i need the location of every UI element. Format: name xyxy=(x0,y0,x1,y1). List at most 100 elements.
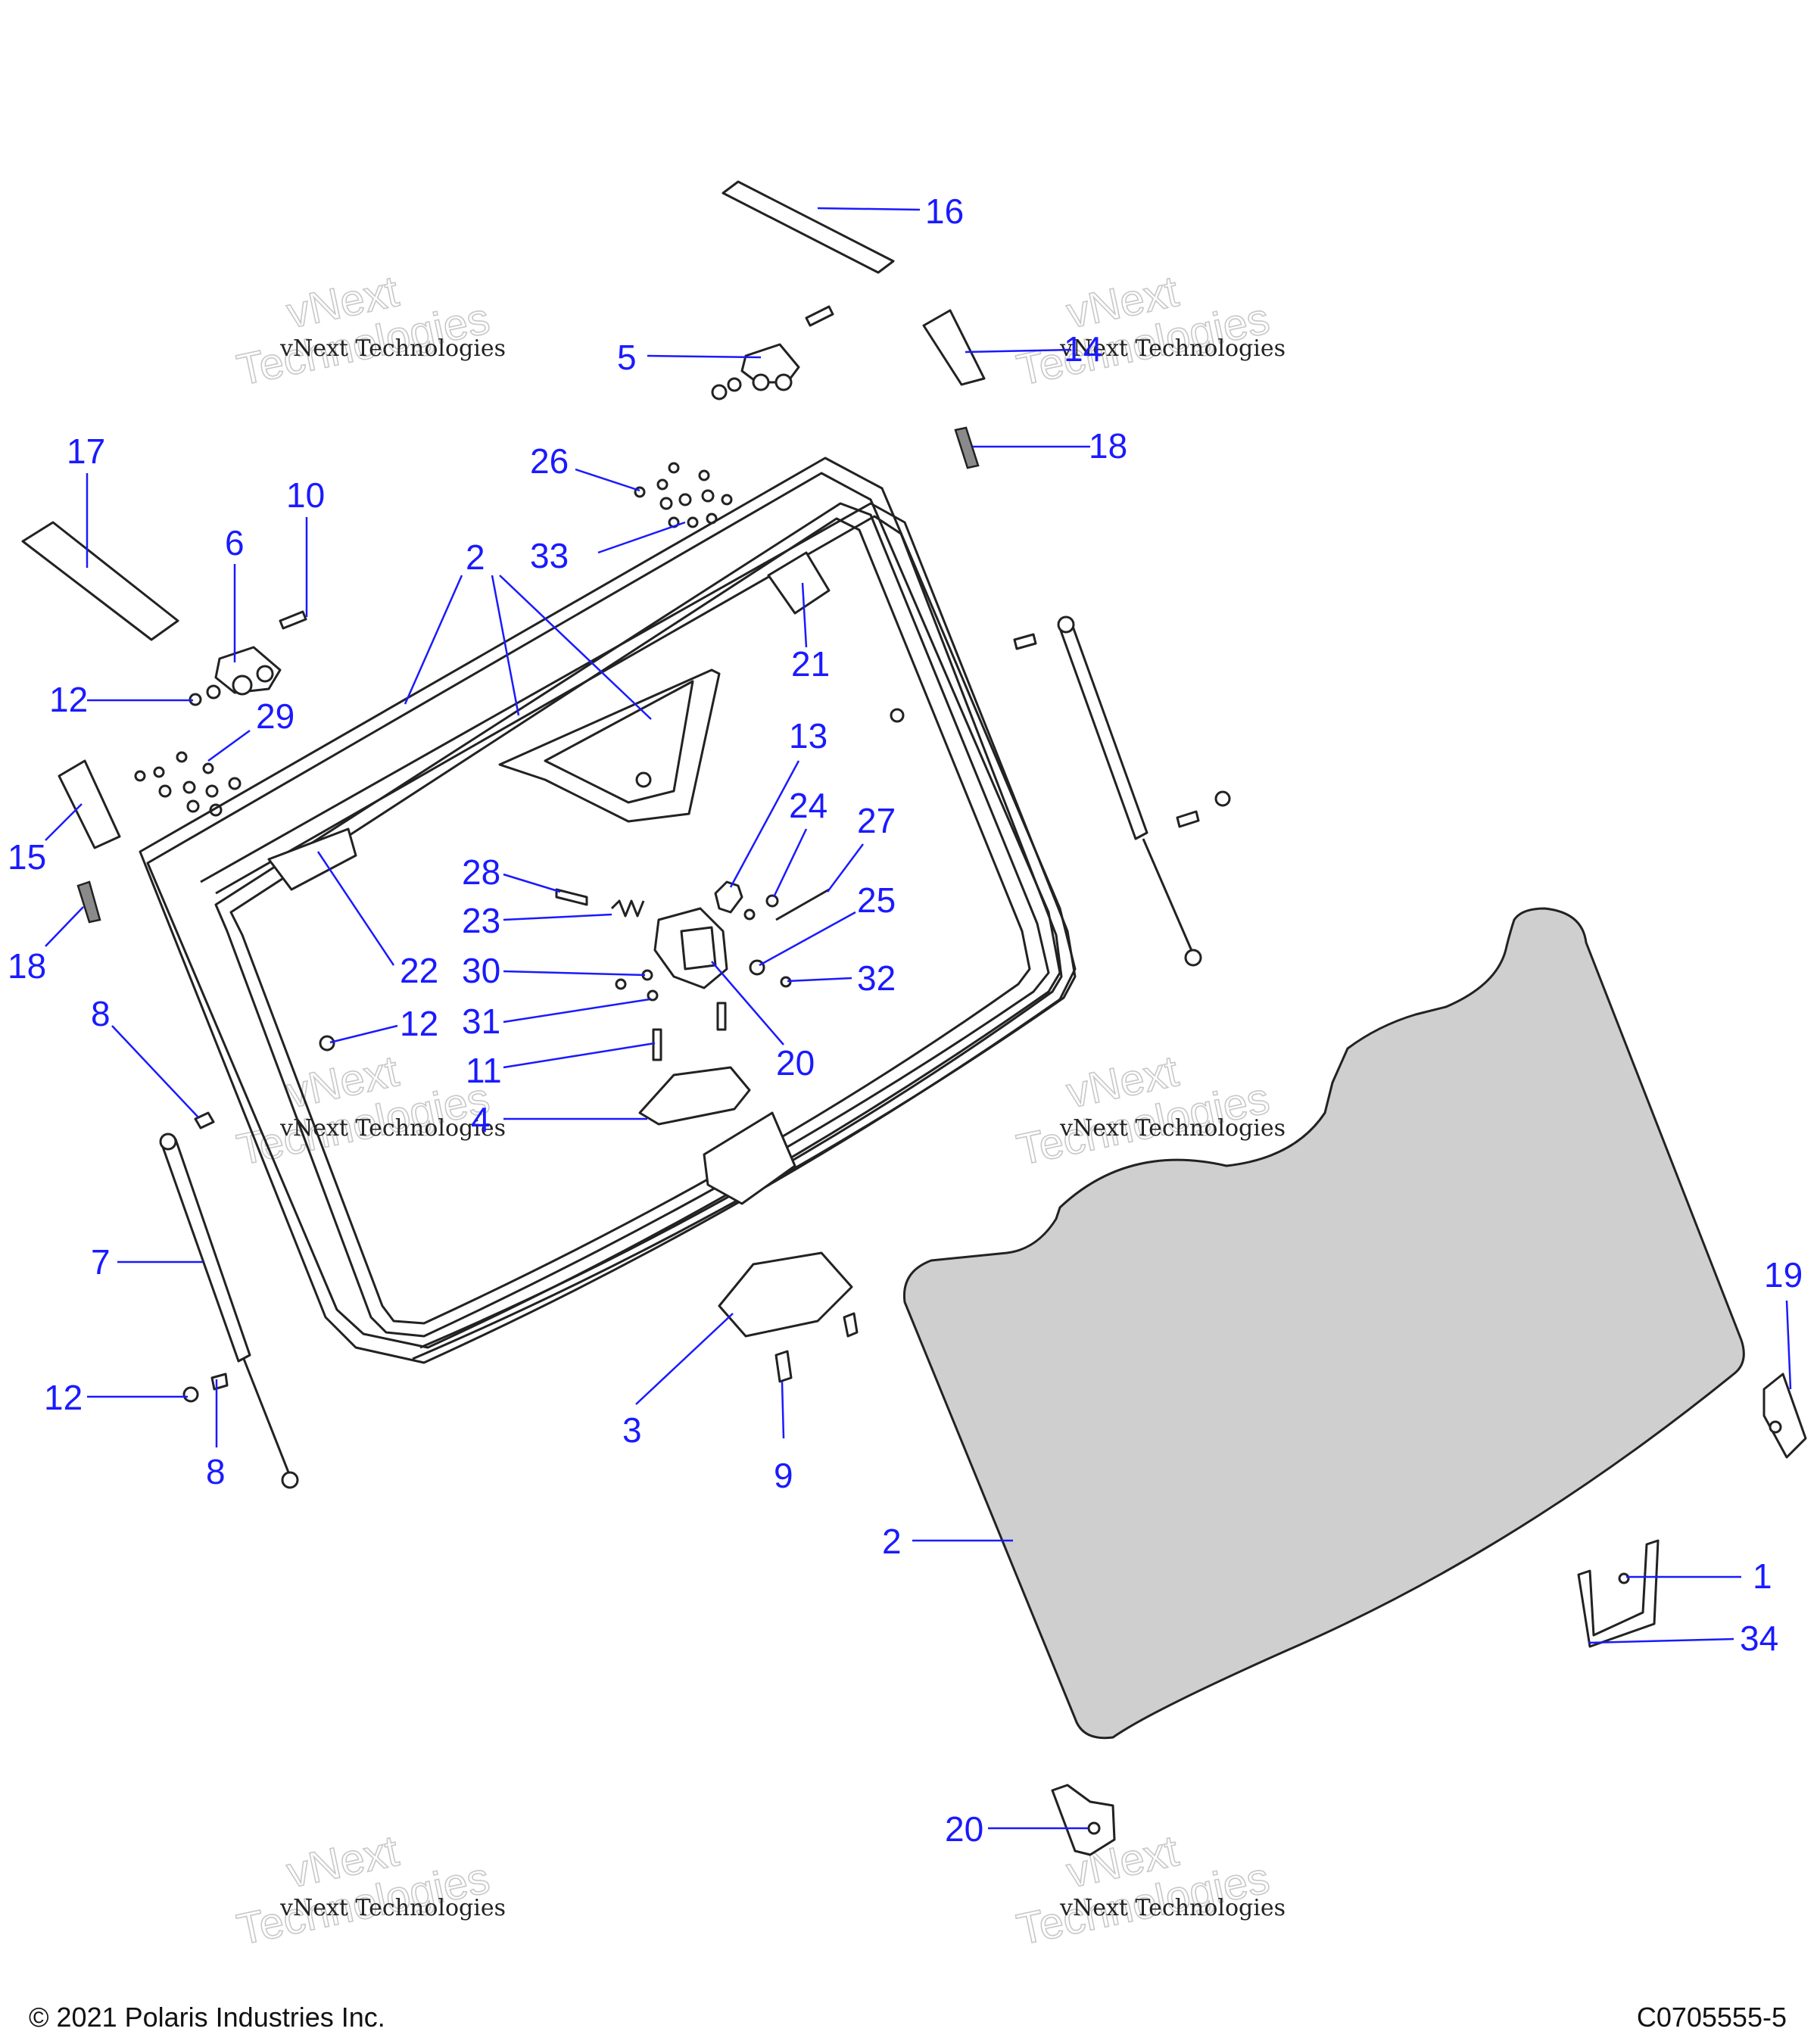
svg-text:vNext Technologies: vNext Technologies xyxy=(1059,1115,1286,1142)
callout-27: 27 xyxy=(857,801,896,840)
callout-10: 10 xyxy=(286,475,325,515)
fastener-cluster-26 xyxy=(634,462,733,528)
pad-18-left xyxy=(76,880,101,924)
copyright-text: © 2021 Polaris Industries Inc. xyxy=(29,2002,385,2033)
nut-1 xyxy=(1618,1572,1630,1584)
callout-14: 14 xyxy=(1064,329,1102,369)
callout-18-left: 18 xyxy=(8,946,46,986)
clip-34 xyxy=(1577,1539,1660,1648)
watermark-top-left: vNext Technologies vNext Technologies xyxy=(232,266,506,395)
callout-23: 23 xyxy=(462,901,500,940)
callout-8-top: 8 xyxy=(91,994,111,1033)
watermark-bottom-left: vNext Technologies vNext Technologies xyxy=(232,1825,506,1955)
rod-27 xyxy=(775,888,830,921)
striker-4 xyxy=(638,1066,751,1126)
callout-8-bottom: 8 xyxy=(206,1452,226,1491)
latch-assembly-20 xyxy=(653,880,743,989)
callout-34: 34 xyxy=(1740,1619,1778,1658)
screw-24 xyxy=(765,894,779,908)
pad-14 xyxy=(922,309,986,386)
center-bracket-hole xyxy=(635,771,652,788)
callout-2-glass: 2 xyxy=(882,1522,902,1561)
callout-7: 7 xyxy=(91,1242,111,1282)
callout-numbers: 16 5 14 18 17 26 10 6 33 2 21 12 29 13 1… xyxy=(8,192,1803,1849)
screw-11-b xyxy=(716,1002,727,1031)
callout-29: 29 xyxy=(256,696,295,736)
callout-32: 32 xyxy=(857,958,896,998)
window-frame-outer xyxy=(139,456,1077,1364)
center-bracket-inner xyxy=(544,680,694,804)
gas-strut-right xyxy=(1057,615,1202,967)
bracket-21 xyxy=(767,551,831,615)
callout-9: 9 xyxy=(774,1456,793,1495)
callout-1: 1 xyxy=(1753,1556,1772,1596)
screw-3 xyxy=(843,1312,859,1338)
svg-text:vNext Technologies: vNext Technologies xyxy=(279,1115,506,1142)
svg-text:vNext Technologies: vNext Technologies xyxy=(279,1895,506,1921)
callout-20-latch: 20 xyxy=(776,1043,815,1083)
hinge-6 xyxy=(214,610,307,696)
ball-stud-right-b xyxy=(1176,810,1200,828)
spring-23 xyxy=(610,899,645,918)
bracket-20-hole xyxy=(1087,1821,1101,1835)
ball-stud-8-b xyxy=(210,1373,229,1391)
callout-22: 22 xyxy=(400,951,438,990)
callout-24: 24 xyxy=(789,786,827,825)
callout-26: 26 xyxy=(530,441,569,481)
pad-18-top xyxy=(954,426,980,469)
washer-25 xyxy=(749,959,765,976)
nut-right xyxy=(1214,790,1231,807)
svg-text:vNext Technologies: vNext Technologies xyxy=(279,335,506,362)
callout-12-top: 12 xyxy=(49,680,88,719)
callout-20-bottom: 20 xyxy=(945,1809,983,1849)
watermark-top-right: vNext Technologies vNext Technologies xyxy=(1012,266,1286,395)
window-frame-inner xyxy=(214,502,1050,1338)
callout-2-frame: 2 xyxy=(466,537,485,577)
callout-28: 28 xyxy=(462,852,500,892)
bracket-19 xyxy=(1762,1373,1807,1459)
seal-strip-17 xyxy=(21,521,179,641)
screw-9 xyxy=(774,1350,793,1383)
screw-31 xyxy=(615,978,627,990)
callout-11: 11 xyxy=(466,1051,502,1090)
callout-6: 6 xyxy=(225,523,245,562)
callout-19: 19 xyxy=(1764,1255,1803,1295)
svg-text:vNext Technologies: vNext Technologies xyxy=(1059,1895,1286,1921)
bracket-19-hole xyxy=(1769,1420,1782,1434)
svg-text:vNext Technologies: vNext Technologies xyxy=(1059,335,1286,362)
callout-33: 33 xyxy=(530,536,569,575)
callout-13: 13 xyxy=(789,716,827,756)
callout-12-mid: 12 xyxy=(400,1004,438,1043)
mount-plate xyxy=(703,1111,796,1205)
nut-31 xyxy=(647,989,659,1002)
nut-right-frame xyxy=(890,708,905,723)
pin-28 xyxy=(555,888,588,906)
callout-4: 4 xyxy=(471,1100,491,1139)
callout-16: 16 xyxy=(925,192,964,231)
bracket-3 xyxy=(718,1251,853,1338)
hinge-5 xyxy=(711,305,834,400)
callout-31: 31 xyxy=(462,1002,500,1041)
nut-12-b xyxy=(319,1035,335,1052)
fastener-cluster-29 xyxy=(134,751,242,817)
drawing-number: C0705555-5 xyxy=(1636,2002,1787,2033)
ball-stud-right-a xyxy=(1013,633,1037,650)
callout-21: 21 xyxy=(791,644,830,684)
bracket-22 xyxy=(267,827,357,891)
rear-glass-2 xyxy=(902,907,1745,1740)
seal-strip-16 xyxy=(722,180,895,274)
callout-5: 5 xyxy=(617,338,637,377)
callout-15: 15 xyxy=(8,837,46,877)
callout-30: 30 xyxy=(462,951,500,990)
callout-18-top: 18 xyxy=(1089,426,1127,466)
watermark-bottom-right: vNext Technologies vNext Technologies xyxy=(1012,1825,1286,1955)
callout-3: 3 xyxy=(622,1410,642,1450)
pad-15 xyxy=(58,759,121,849)
bracket-20-bottom xyxy=(1051,1784,1116,1856)
screw-11 xyxy=(652,1028,662,1061)
callout-25: 25 xyxy=(857,880,896,920)
center-bracket xyxy=(498,668,721,823)
ball-stud-8-a xyxy=(194,1111,215,1129)
